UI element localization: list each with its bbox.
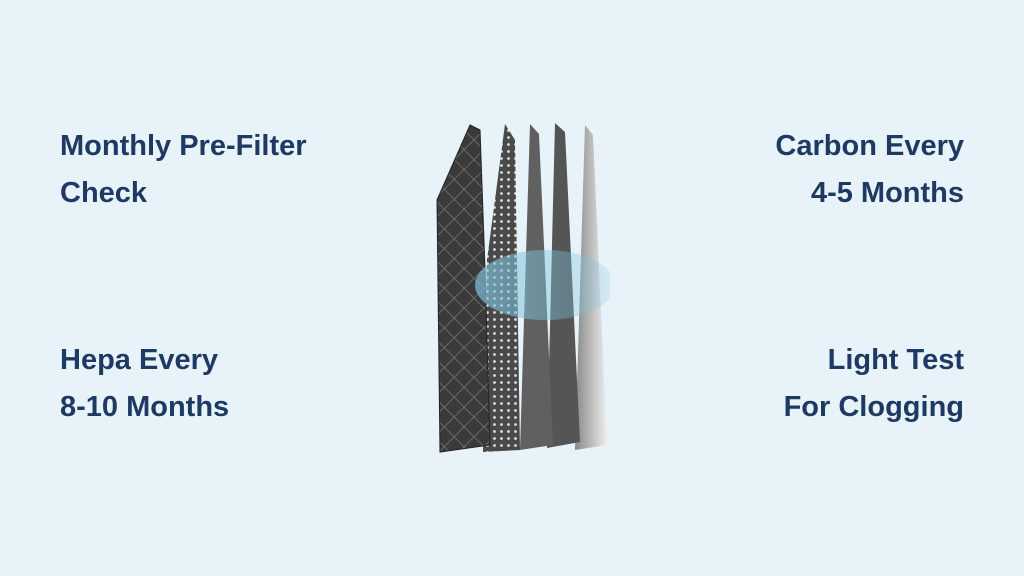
tip-line: Carbon Every [775,130,964,162]
tip-pre-filter: Monthly Pre-Filter Check [60,123,307,217]
tip-carbon: Carbon Every 4-5 Months [775,123,964,217]
tip-line: 8-10 Months [60,391,230,423]
tip-line: For Clogging [783,391,964,423]
pre-filter-layer [436,124,491,453]
airflow [475,250,610,320]
tip-line: Check [60,177,148,209]
tip-light-test: Light Test For Clogging [784,337,964,431]
filter-layers-image [436,123,610,453]
tip-line: Hepa Every [60,344,218,376]
tip-line: 4-5 Months [810,177,964,209]
tip-line: Light Test [827,344,964,376]
tip-line: Monthly Pre-Filter [60,130,307,162]
tip-hepa: Hepa Every 8-10 Months [60,337,229,431]
